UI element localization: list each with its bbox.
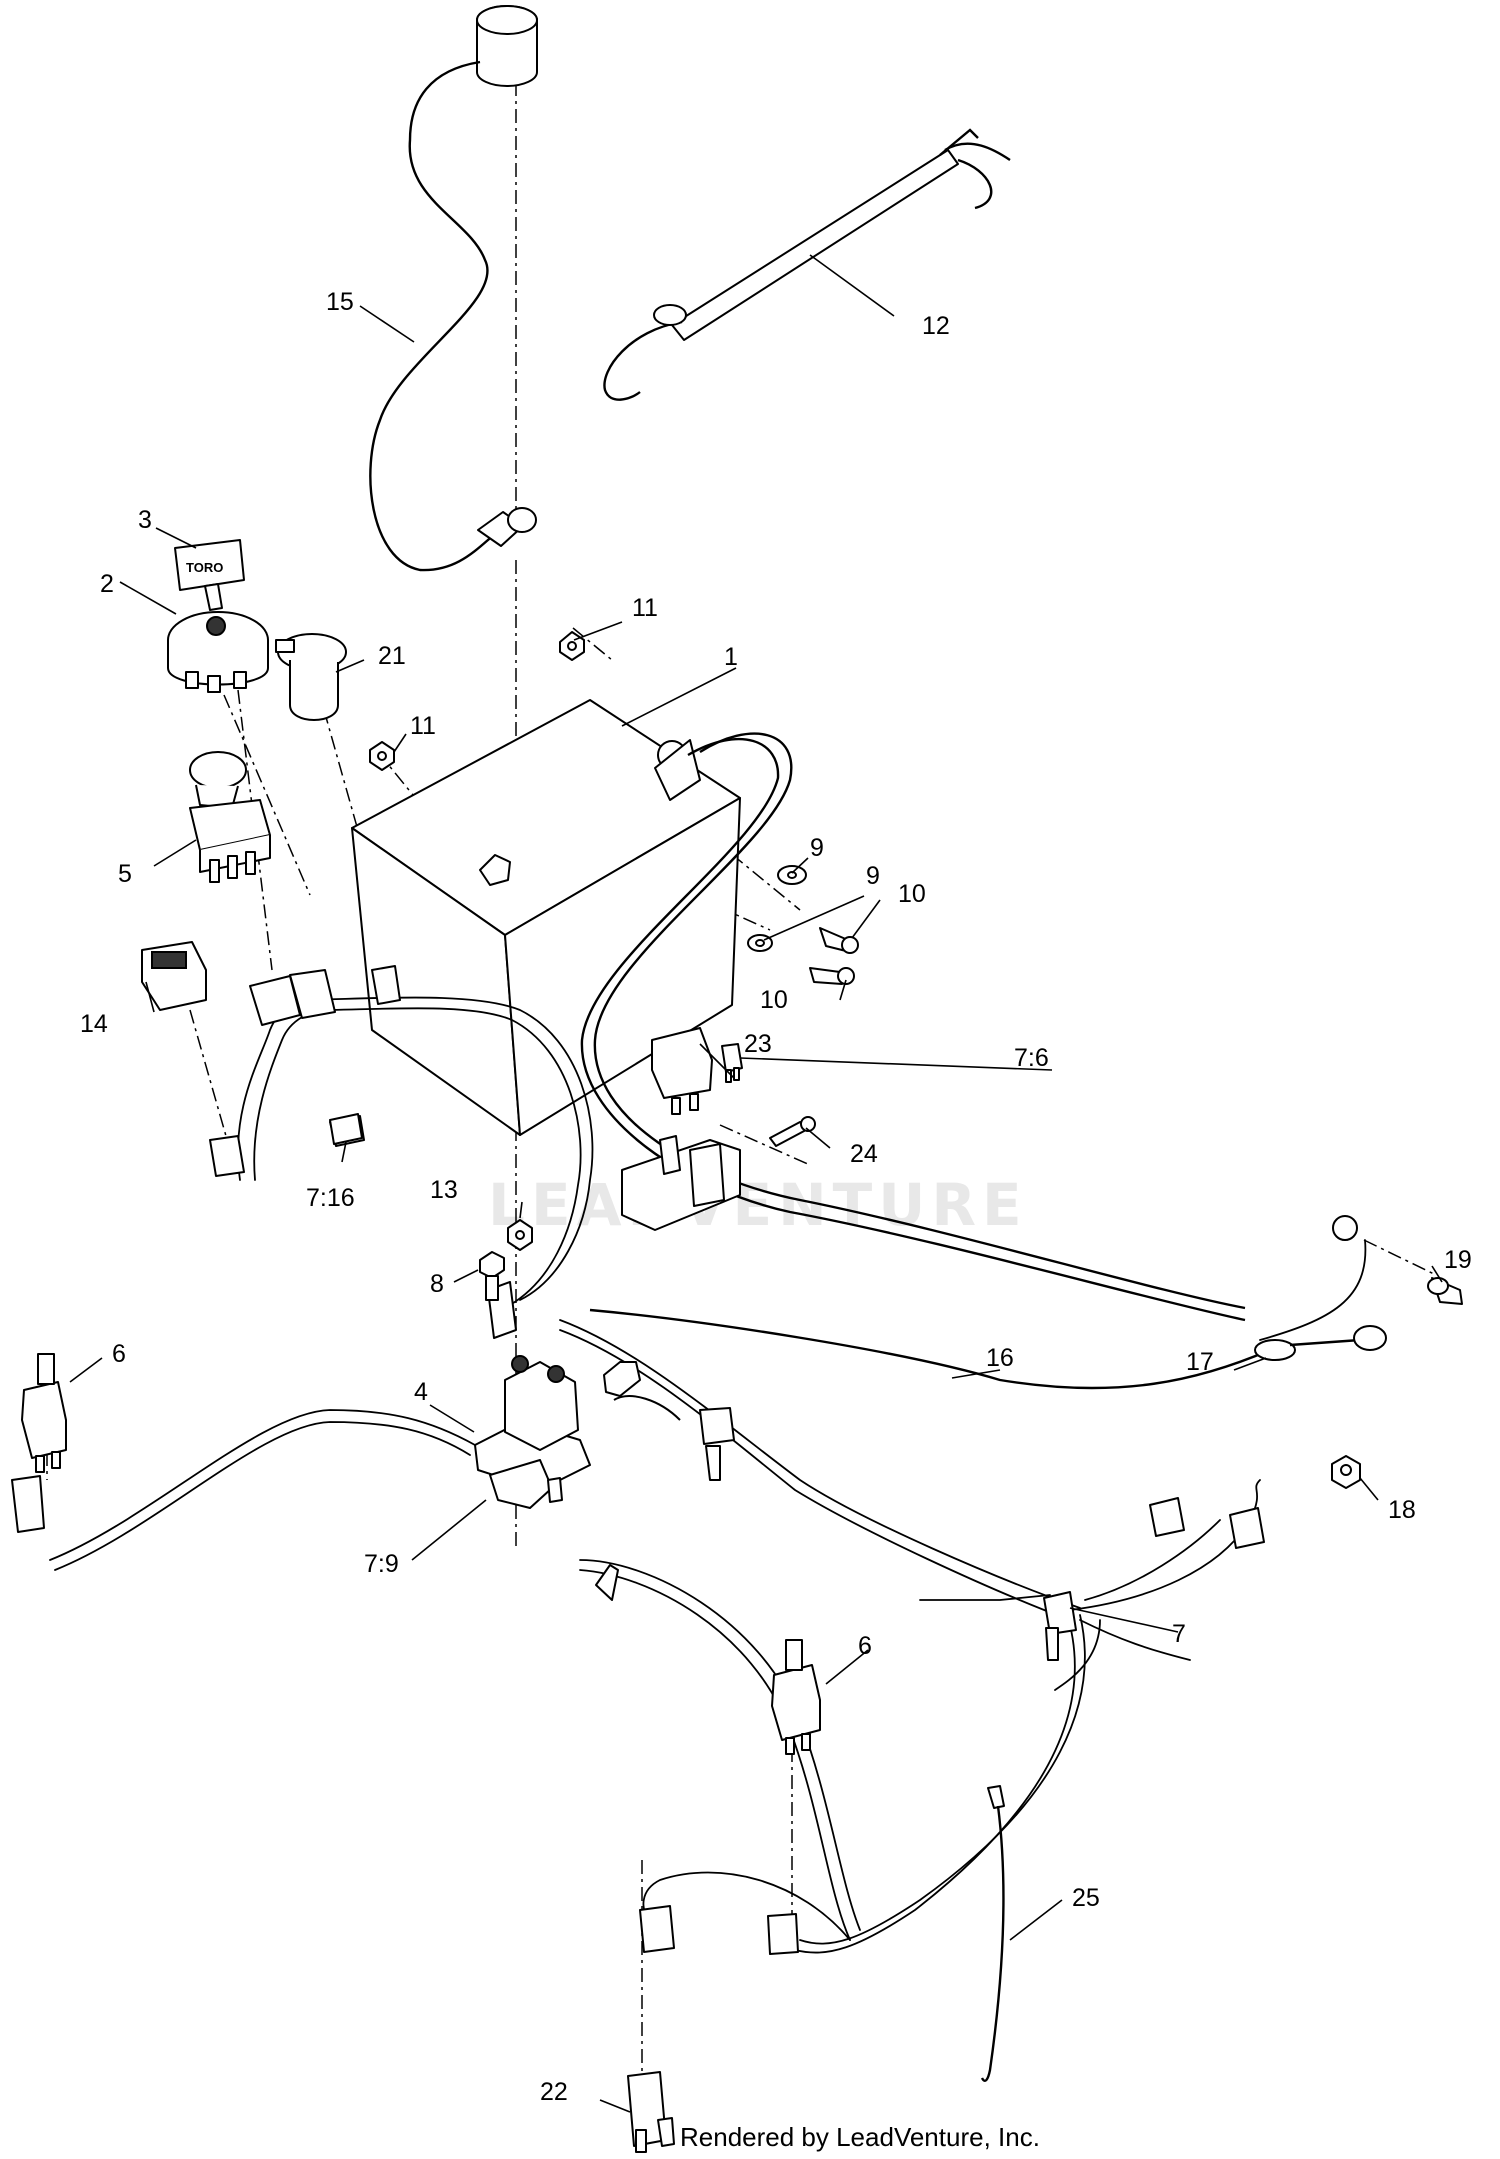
part-7-wire-harness[interactable] xyxy=(49,996,1261,1954)
key-label: TORO xyxy=(186,560,223,575)
callout-12: 12 xyxy=(922,312,950,340)
callout-labels: 1 2 3 4 5 6 6 7 7:6 7:9 7:16 8 9 9 10 10… xyxy=(80,288,1472,2106)
part-7-16-fuse[interactable] xyxy=(329,1113,363,1145)
callout-25: 25 xyxy=(1072,1884,1100,1912)
callout-24: 24 xyxy=(850,1140,878,1168)
callout-21: 21 xyxy=(378,642,406,670)
part-7-6-fuse[interactable] xyxy=(721,1043,743,1083)
callout-6a: 6 xyxy=(112,1340,126,1368)
part-25-cable-tie[interactable] xyxy=(980,1785,1005,2082)
part-10-bolt-a[interactable] xyxy=(819,927,859,954)
callout-16: 16 xyxy=(986,1344,1014,1372)
callout-19: 19 xyxy=(1444,1246,1472,1274)
callout-7: 7 xyxy=(1172,1620,1186,1648)
part-2-ignition-switch[interactable] xyxy=(167,611,269,693)
callout-9b: 9 xyxy=(866,862,880,890)
callout-3: 3 xyxy=(138,506,152,534)
callout-23: 23 xyxy=(744,1030,772,1058)
callout-6b: 6 xyxy=(858,1632,872,1660)
part-5-pto-switch[interactable] xyxy=(189,751,271,883)
callout-4: 4 xyxy=(414,1378,428,1406)
callout-9a: 9 xyxy=(810,834,824,862)
callout-7-9: 7:9 xyxy=(364,1550,399,1578)
part-1-battery[interactable] xyxy=(351,699,741,1136)
part-23-relay[interactable] xyxy=(651,1027,713,1115)
part-13-nut[interactable] xyxy=(507,1219,533,1251)
callout-5: 5 xyxy=(118,860,132,888)
callout-11a: 11 xyxy=(632,594,658,622)
part-8-bolt[interactable] xyxy=(479,1251,505,1301)
part-24-screw[interactable] xyxy=(769,1116,816,1147)
part-14-hour-meter[interactable] xyxy=(141,941,207,1011)
fuse-block xyxy=(621,1135,741,1231)
part-11-nut-lower[interactable] xyxy=(369,741,395,771)
part-6-switch-right[interactable] xyxy=(771,1639,821,1755)
leader-lines xyxy=(69,254,1443,2113)
part-7-9-connector[interactable] xyxy=(489,1459,563,1509)
callout-14: 14 xyxy=(80,1010,108,1038)
part-9-washer-a[interactable] xyxy=(777,865,807,885)
callout-11b: 11 xyxy=(410,712,436,740)
callout-7-6: 7:6 xyxy=(1014,1044,1049,1072)
callout-22: 22 xyxy=(540,2078,568,2106)
callout-15: 15 xyxy=(326,288,354,316)
callout-10a: 10 xyxy=(898,880,926,908)
part-16-battery-cable[interactable] xyxy=(580,732,1246,1322)
harness-connectors xyxy=(11,965,1265,1955)
watermark-text: LEADVENTURE xyxy=(488,1171,1028,1239)
assembly-lines xyxy=(46,82,1437,2110)
part-19-bolt[interactable] xyxy=(1427,1277,1463,1305)
part-10-bolt-b[interactable] xyxy=(809,967,855,985)
part-22-connector[interactable] xyxy=(627,2071,675,2153)
credit-text: Rendered by LeadVenture, Inc. xyxy=(680,2122,1040,2152)
callout-1: 1 xyxy=(724,643,738,671)
callout-17: 17 xyxy=(1186,1348,1214,1376)
part-15-cable[interactable] xyxy=(369,5,538,572)
callout-7-16: 7:16 xyxy=(306,1184,355,1212)
callout-2: 2 xyxy=(100,570,114,598)
part-17-ground-cable[interactable] xyxy=(589,1215,1387,1390)
part-6-switch-left[interactable] xyxy=(21,1353,67,1473)
part-12-hold-down-rod[interactable] xyxy=(603,128,1011,401)
part-18-nut[interactable] xyxy=(1331,1455,1361,1489)
callout-13: 13 xyxy=(430,1176,458,1204)
part-4-solenoid[interactable] xyxy=(474,1281,591,1491)
part-3-key[interactable]: TORO xyxy=(174,539,245,611)
part-21-power-socket[interactable] xyxy=(275,633,347,721)
callout-18: 18 xyxy=(1388,1496,1416,1524)
callout-10b: 10 xyxy=(760,986,788,1014)
part-11-nut-upper[interactable] xyxy=(559,631,585,661)
callout-8: 8 xyxy=(430,1270,444,1298)
